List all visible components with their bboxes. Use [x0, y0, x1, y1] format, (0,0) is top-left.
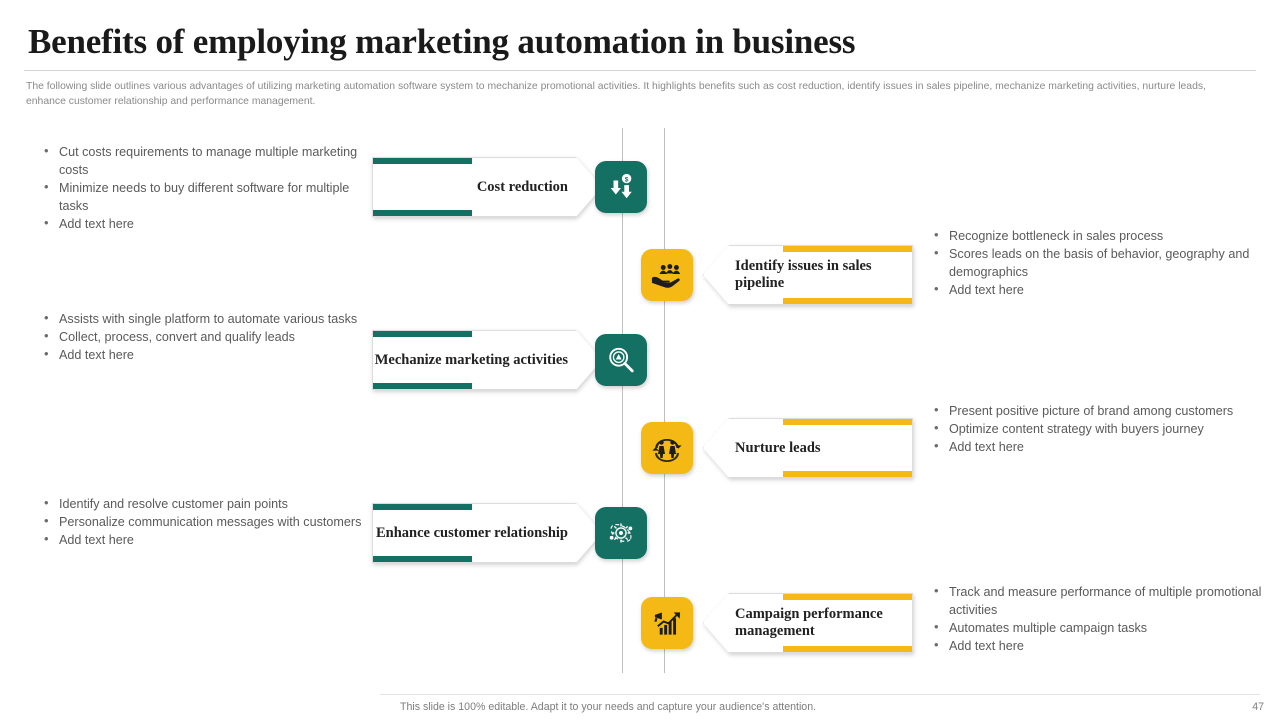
- banner-label: Cost reduction: [476, 178, 568, 195]
- list-item: Identify and resolve customer pain point…: [40, 494, 370, 513]
- bullet-list-nurture-leads: Present positive picture of brand among …: [930, 401, 1270, 456]
- banner-label: Enhance customer relationship: [375, 524, 568, 541]
- banner-accent-bar-top: [372, 157, 472, 164]
- list-item: Add text here: [930, 280, 1270, 299]
- banner-accent-bar-top: [783, 593, 913, 600]
- svg-text:$: $: [625, 177, 629, 184]
- banner-plate: [372, 503, 602, 563]
- footer-divider: [380, 694, 1260, 695]
- list-item: Add text here: [930, 636, 1270, 655]
- magnifier-search-icon: [595, 334, 647, 386]
- banner-accent-bar-bottom: [372, 556, 472, 563]
- banner-accent-bar-bottom: [372, 210, 472, 217]
- list-item: Add text here: [930, 437, 1270, 456]
- slide-subtitle: The following slide outlines various adv…: [26, 81, 1206, 107]
- list-item: Present positive picture of brand among …: [930, 401, 1270, 420]
- benefit-banner-nurture-leads[interactable]: Nurture leads: [703, 418, 913, 478]
- footer-note: This slide is 100% editable. Adapt it to…: [400, 701, 817, 713]
- bullet-list-enhance-relationship: Identify and resolve customer pain point…: [40, 494, 370, 549]
- banner-face: [703, 593, 913, 653]
- bullet-list-mechanize-marketing: Assists with single platform to automate…: [40, 309, 370, 364]
- banner-face: [372, 503, 602, 563]
- benefit-banner-cost-reduction[interactable]: Cost reduction: [372, 157, 602, 217]
- banner-label: Nurture leads: [735, 439, 821, 456]
- gear-orbit-icon: [595, 507, 647, 559]
- list-item: Recognize bottleneck in sales process: [930, 226, 1270, 245]
- list-item: Assists with single platform to automate…: [40, 309, 370, 328]
- list-item: Add text here: [40, 530, 370, 549]
- banner-face: [372, 330, 602, 390]
- banner-accent-bar-bottom: [372, 383, 472, 390]
- banner-plate: [703, 245, 913, 305]
- bullet-list-campaign-performance: Track and measure performance of multipl…: [930, 582, 1270, 655]
- banner-plate: [372, 330, 602, 390]
- list-item: Personalize communication messages with …: [40, 512, 370, 531]
- banner-accent-bar-top: [372, 330, 472, 337]
- banner-face: [703, 418, 913, 478]
- list-item: Collect, process, convert and qualify le…: [40, 327, 370, 346]
- banner-accent-bar-top: [372, 503, 472, 510]
- bullet-list-cost-reduction: Cut costs requirements to manage multipl…: [40, 142, 370, 233]
- title-divider: [24, 70, 1256, 71]
- banner-accent-bar-top: [783, 418, 913, 425]
- bullet-list-identify-issues: Recognize bottleneck in sales processSco…: [930, 226, 1270, 299]
- center-connector-rail: [622, 128, 665, 673]
- money-down-arrows-icon: $: [595, 161, 647, 213]
- benefit-banner-enhance-relationship[interactable]: Enhance customer relationship: [372, 503, 602, 563]
- list-item: Minimize needs to buy different software…: [40, 178, 370, 215]
- banner-label: Mechanize marketing activities: [374, 351, 568, 368]
- list-item: Automates multiple campaign tasks: [930, 618, 1270, 637]
- list-item: Add text here: [40, 214, 370, 233]
- banner-label: Identify issues in sales pipeline: [735, 258, 872, 291]
- banner-plate: [703, 593, 913, 653]
- list-item: Track and measure performance of multipl…: [930, 582, 1270, 619]
- page-title: Benefits of employing marketing automati…: [28, 22, 856, 61]
- banner-face: [372, 157, 602, 217]
- growth-chart-megaphone-icon: [641, 597, 693, 649]
- banner-accent-bar-bottom: [783, 471, 913, 478]
- banner-accent-bar-bottom: [783, 646, 913, 653]
- page-number: 47: [1252, 701, 1264, 713]
- banner-face: [703, 245, 913, 305]
- list-item: Add text here: [40, 345, 370, 364]
- list-item: Cut costs requirements to manage multipl…: [40, 142, 370, 179]
- list-item: Scores leads on the basis of behavior, g…: [930, 244, 1270, 281]
- banner-accent-bar-bottom: [783, 298, 913, 305]
- people-circle-arrows-icon: [641, 422, 693, 474]
- benefit-banner-identify-issues[interactable]: Identify issues in sales pipeline: [703, 245, 913, 305]
- banner-label: Campaign performance management: [735, 606, 883, 639]
- hand-holding-people-icon: [641, 249, 693, 301]
- list-item: Optimize content strategy with buyers jo…: [930, 419, 1270, 438]
- benefit-banner-mechanize-marketing[interactable]: Mechanize marketing activities: [372, 330, 602, 390]
- banner-accent-bar-top: [783, 245, 913, 252]
- benefit-banner-campaign-performance[interactable]: Campaign performance management: [703, 593, 913, 653]
